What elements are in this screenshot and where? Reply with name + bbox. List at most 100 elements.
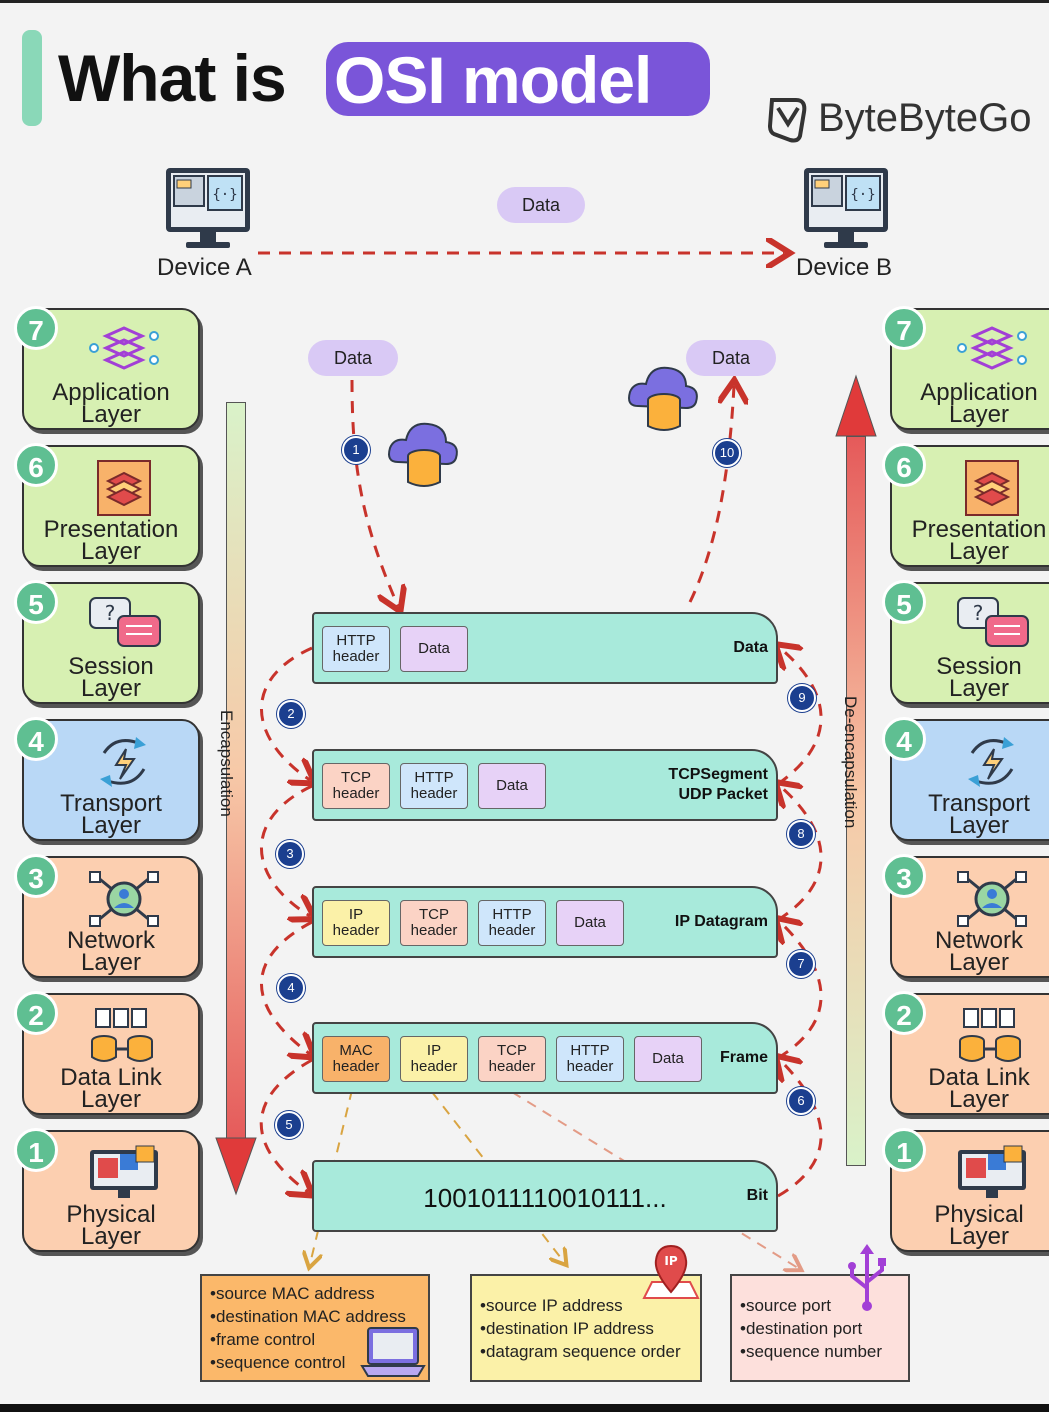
layer-number-badge: 2 [14, 991, 58, 1035]
step-badge-2: 2 [277, 700, 305, 728]
step-badge-7: 7 [787, 950, 815, 978]
packet-frame: MAC header IP header TCP header HTTP hea… [312, 1022, 778, 1094]
step-badge-1: 1 [342, 436, 370, 464]
ip-header-block: IP header [322, 900, 390, 946]
left-layer-data-link: 2 Data Link Layer [14, 991, 200, 1115]
packet-label: IP Datagram [674, 913, 768, 930]
layer-number-badge: 4 [14, 717, 58, 761]
left-layer-network: 3 Network Layer [14, 854, 200, 978]
left-layer-session: 5 ? Session Layer [14, 580, 200, 704]
layer-number-badge: 6 [882, 443, 926, 487]
step-badge-6: 6 [787, 1087, 815, 1115]
layer-label: Physical Layer [66, 1201, 156, 1250]
right-layer-application: 7 Application Layer [882, 306, 1049, 430]
layer-number-badge: 1 [882, 1128, 926, 1172]
http-header-block: HTTP header [322, 626, 390, 672]
left-layer-presentation: 6 Presentation Layer [14, 443, 200, 567]
network-icon [89, 871, 159, 927]
de-encapsulation-arrow [846, 436, 866, 1166]
layer-label: Transport Layer [60, 790, 162, 839]
packet-application-data: HTTP header Data Data [312, 612, 778, 684]
device-a-label: Device A [157, 254, 252, 281]
svg-text:{·}: {·} [212, 187, 237, 203]
data-block: Data [556, 900, 624, 946]
info-item: source MAC address [210, 1282, 420, 1305]
http-header-block: HTTP header [400, 763, 468, 809]
http-header-block: HTTP header [478, 900, 546, 946]
encapsulation-arrow-head-icon [215, 1137, 257, 1196]
tcp-header-info-box: source port destination port sequence nu… [730, 1274, 910, 1382]
info-item: destination IP address [480, 1317, 692, 1340]
layer-number-badge: 7 [14, 306, 58, 350]
info-item: destination port [740, 1317, 900, 1340]
layer-number-badge: 1 [14, 1128, 58, 1172]
session-icon: ? [89, 597, 161, 647]
step-badge-4: 4 [277, 974, 305, 1002]
http-header-block: HTTP header [556, 1036, 624, 1082]
cloud-database-icon [388, 422, 458, 487]
info-item: frame control [210, 1328, 420, 1351]
bit-stream: 1001011110010111... [423, 1183, 667, 1213]
mac-header-info-box: source MAC address destination MAC addre… [200, 1274, 430, 1382]
data-link-icon [959, 1008, 1021, 1062]
packet-label: Bit [746, 1187, 768, 1204]
left-layer-transport: 4 Transport Layer [14, 717, 200, 841]
layer-label: Application Layer [52, 379, 170, 428]
info-item: datagram sequence order [480, 1340, 692, 1363]
layer-number-badge: 6 [14, 443, 58, 487]
transport-icon [100, 737, 146, 787]
svg-text:?: ? [973, 601, 984, 625]
bottom-border [0, 1404, 1049, 1412]
layer-label: Network Layer [934, 927, 1024, 976]
device-b-label: Device B [796, 254, 893, 281]
usb-icon [848, 1244, 886, 1311]
data-transfer-pill: Data [497, 187, 585, 223]
network-icon [957, 871, 1027, 927]
page-title-highlight: OSI model [334, 43, 652, 117]
mac-header-block: MAC header [322, 1036, 390, 1082]
de-encapsulation-label: De-encapsulation [841, 696, 860, 829]
device-b-monitor-icon: {·} [804, 168, 888, 248]
data-block: Data [478, 763, 546, 809]
tcp-header-block: TCP header [478, 1036, 546, 1082]
right-layer-session: 5 ? Session Layer [882, 580, 1049, 704]
physical-icon [90, 1145, 158, 1198]
right-layer-transport: 4 Transport Layer [882, 717, 1049, 841]
packet-label: Data [733, 639, 768, 656]
title-highlight-box [326, 42, 710, 116]
info-item: source IP address [480, 1294, 692, 1317]
step-badge-8: 8 [787, 820, 815, 848]
layer-label: Presentation Layer [911, 516, 1047, 565]
left-data-pill: Data [308, 340, 398, 376]
right-layer-presentation: 6 Presentation Layer [882, 443, 1049, 567]
cloud-database-icon [628, 366, 698, 431]
layer-number-badge: 3 [14, 854, 58, 898]
info-item: destination MAC address [210, 1305, 420, 1328]
layer-number-badge: 2 [882, 991, 926, 1035]
presentation-icon [965, 460, 1019, 516]
layer-label: Session Layer [936, 653, 1022, 702]
application-icon [957, 326, 1027, 370]
device-a-monitor-icon: {·} [166, 168, 250, 248]
right-layer-data-link: 2 Data Link Layer [882, 991, 1049, 1115]
right-layer-network: 3 Network Layer [882, 854, 1049, 978]
info-item: source port [740, 1294, 900, 1317]
layer-label: Transport Layer [928, 790, 1030, 839]
session-icon: ? [957, 597, 1029, 647]
info-item: sequence number [740, 1340, 900, 1363]
bytebytego-logo-icon [767, 98, 807, 143]
de-encapsulation-arrow-head-icon [835, 374, 877, 437]
data-block: Data [400, 626, 468, 672]
data-block: Data [634, 1036, 702, 1082]
svg-text:{·}: {·} [850, 187, 875, 203]
packet-label: TCPSegment UDP Packet [668, 766, 768, 803]
step-badge-3: 3 [276, 840, 304, 868]
layer-number-badge: 3 [882, 854, 926, 898]
layer-number-badge: 7 [882, 306, 926, 350]
ip-location-pin-icon: IP [642, 1244, 700, 1299]
layer-number-badge: 5 [14, 580, 58, 624]
layer-number-badge: 4 [882, 717, 926, 761]
layer-number-badge: 5 [882, 580, 926, 624]
packet-bits: 1001011110010111... Bit [312, 1160, 778, 1232]
